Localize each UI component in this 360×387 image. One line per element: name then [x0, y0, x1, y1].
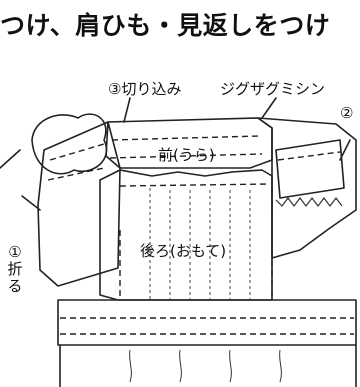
stitch-line [109, 153, 263, 159]
label-back-outside: 後ろ(おもて) [140, 242, 227, 260]
leader-line [21, 195, 41, 211]
stitch-line [119, 183, 271, 187]
skirt-gather [229, 349, 232, 383]
label-cut-in: ③切り込み [108, 80, 182, 98]
skirt-gather [179, 349, 182, 383]
stitch-line [277, 151, 341, 161]
back-bodice-panel [99, 169, 273, 301]
label-front-inside: 前(うら) [158, 146, 215, 164]
leader-line [0, 149, 21, 169]
leader-line [123, 97, 131, 123]
page-title: つけ、肩ひも・見返しをつけ [0, 11, 331, 40]
label-zigzag-stitch: ジグザグミシン [220, 80, 326, 98]
fold-tab [31, 113, 108, 175]
right-tab [275, 139, 345, 199]
leader-line [261, 97, 277, 119]
label-step-2: ② [340, 104, 354, 122]
label-fold: ① 折 る [6, 244, 24, 295]
skirt-gather [279, 349, 282, 383]
left-side-piece [37, 121, 121, 287]
label-fold-char: 折 [7, 260, 23, 278]
zigzag-stitch [275, 197, 343, 207]
stitch-line [111, 135, 261, 141]
skirt-gather [129, 349, 132, 383]
right-side-piece [257, 117, 357, 259]
label-fold-char: る [7, 277, 23, 295]
stitch-line [49, 143, 105, 161]
label-fold-number: ① [8, 243, 22, 261]
waistband [57, 299, 357, 346]
